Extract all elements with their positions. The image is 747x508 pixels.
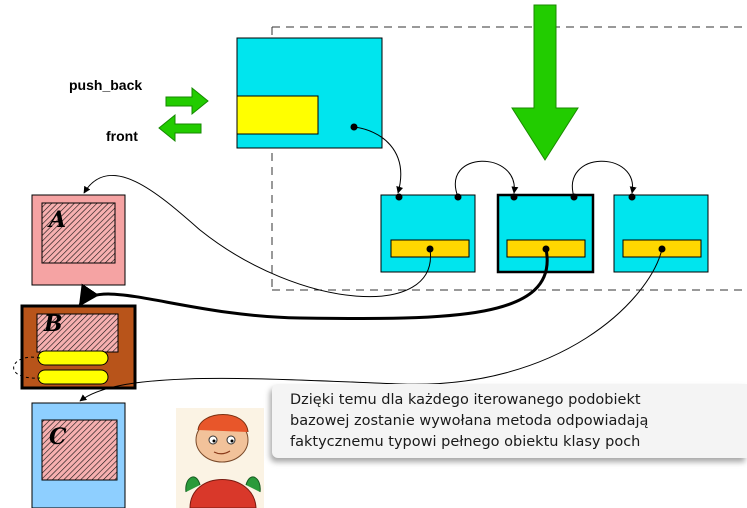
object-b-base bbox=[36, 313, 119, 353]
character-illustration bbox=[176, 408, 264, 508]
caption-line-1: Dzięki temu dla każdego iterowanego podo… bbox=[290, 392, 641, 408]
caption-line-3: faktycznemu typowi pełnego obiektu klasy… bbox=[290, 434, 641, 450]
header-field bbox=[236, 95, 319, 135]
object-b-self-loop bbox=[13, 356, 41, 379]
list-node-1 bbox=[380, 194, 476, 273]
node-1-to-node-2-arrow bbox=[455, 160, 519, 198]
push-back-arrow-icon bbox=[165, 86, 209, 116]
object-b-letter: B bbox=[44, 311, 63, 337]
node-1-to-object-a-arrow bbox=[83, 174, 431, 298]
caption-box: Dzięki temu dla każdego iterowanego podo… bbox=[272, 384, 747, 458]
node-2-prev-dot bbox=[510, 193, 518, 201]
object-a-base bbox=[41, 202, 116, 264]
node-2-to-object-b-arrow bbox=[78, 248, 549, 321]
front-arrow-icon bbox=[158, 113, 202, 143]
big-down-arrow bbox=[511, 4, 579, 161]
object-c-base bbox=[41, 419, 118, 481]
front-label: front bbox=[106, 128, 138, 144]
object-b-vptr-1 bbox=[37, 350, 109, 366]
node-3-prev-dot bbox=[628, 193, 636, 201]
list-node-2 bbox=[496, 193, 595, 274]
caption-line-2: bazowej zostanie wywołana metoda odpowia… bbox=[290, 413, 649, 429]
header-to-node-1-arrow bbox=[353, 126, 404, 194]
object-b-vptr-2 bbox=[37, 369, 109, 385]
object-c-letter: C bbox=[49, 424, 67, 450]
push-back-label: push_back bbox=[69, 77, 143, 93]
object-a-letter: A bbox=[49, 207, 67, 233]
node-1-prev-dot bbox=[395, 193, 403, 201]
node-2-to-node-3-arrow bbox=[571, 160, 637, 198]
list-node-3 bbox=[613, 194, 709, 273]
